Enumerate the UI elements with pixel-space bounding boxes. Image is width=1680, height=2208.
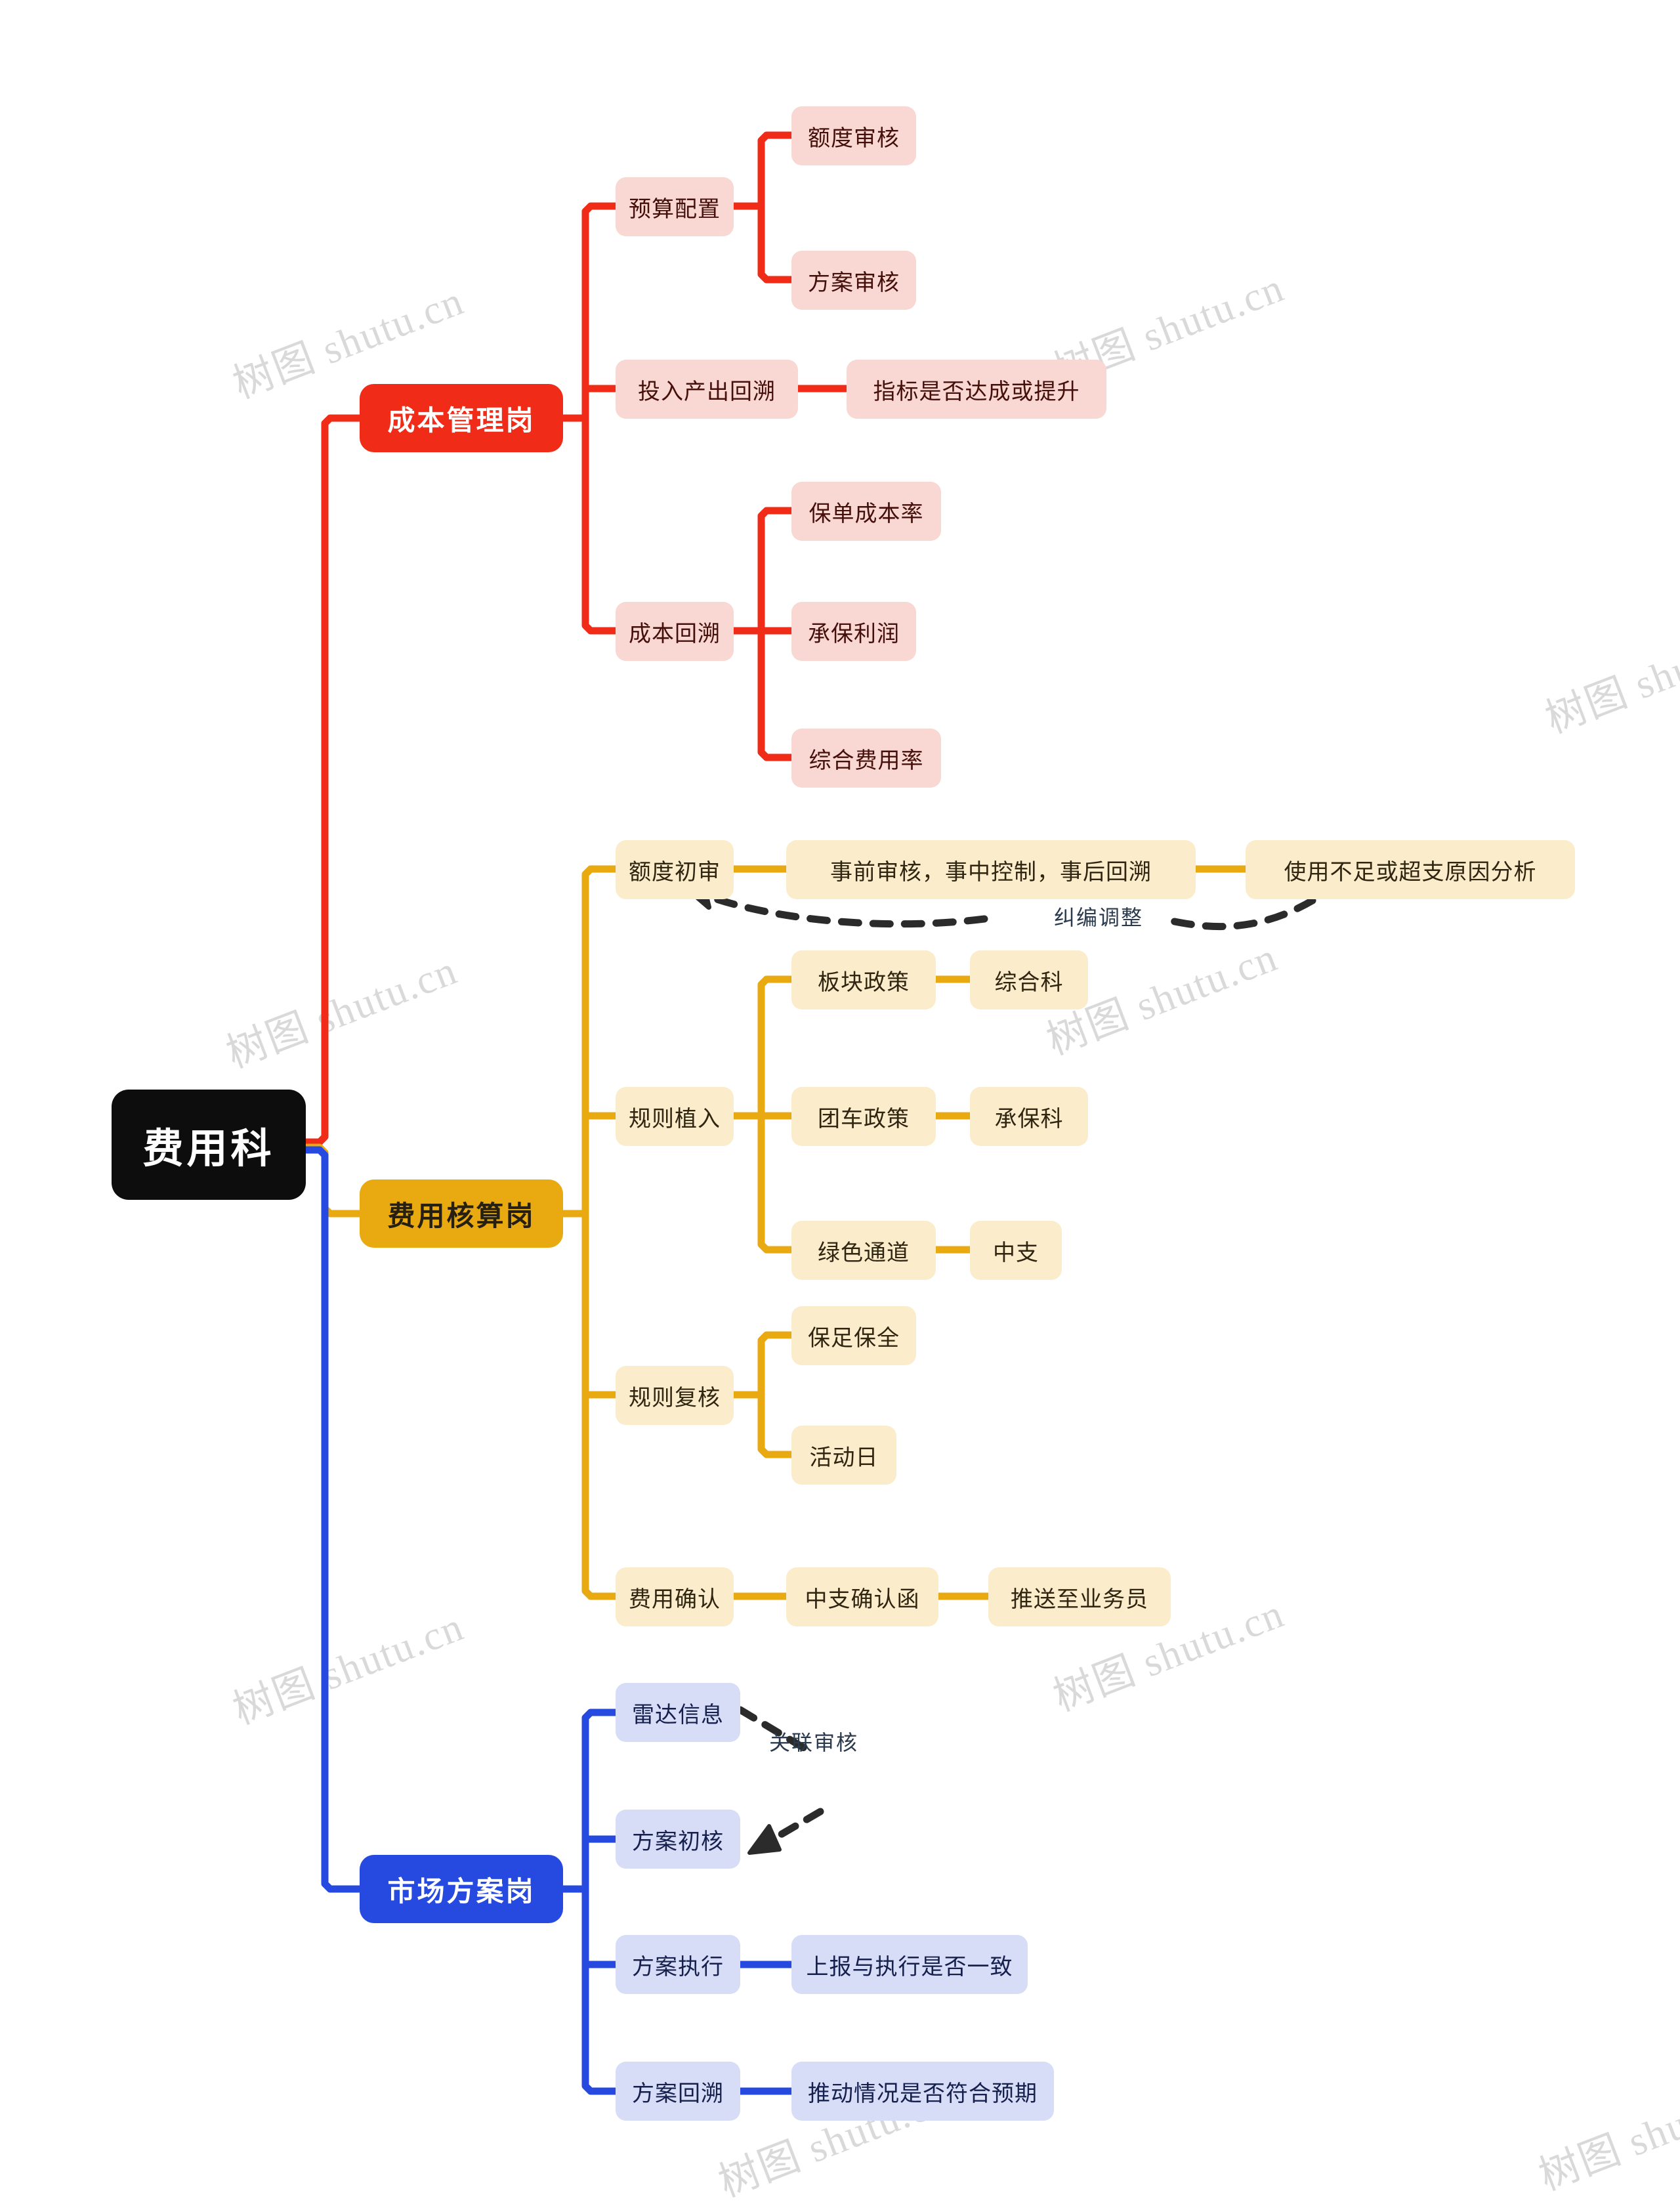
node-branch-confirm-letter[interactable]: 中支确认函 (786, 1567, 938, 1626)
node-fleet-policy[interactable]: 团车政策 (791, 1087, 936, 1146)
node-rule-embedding[interactable]: 规则植入 (616, 1087, 734, 1146)
node-underwriting-dept[interactable]: 承保科 (970, 1087, 1088, 1146)
node-label: 综合科 (994, 969, 1064, 995)
node-label: 中支 (993, 1240, 1039, 1265)
branch-label: 成本管理岗 (387, 404, 536, 436)
node-label: 费用确认 (629, 1586, 721, 1612)
node-label: 保单成本率 (808, 501, 924, 526)
node-label: 方案回溯 (632, 2081, 724, 2106)
node-label: 承保科 (994, 1106, 1064, 1132)
node-label: 事前审核，事中控制，事后回溯 (830, 859, 1152, 885)
annotation-label-linked-review: 关联审核 (769, 1726, 858, 1756)
node-label: 中支确认函 (805, 1586, 920, 1612)
node-sector-policy[interactable]: 板块政策 (791, 950, 936, 1009)
node-label: 指标是否达成或提升 (873, 379, 1080, 404)
node-label: 方案审核 (808, 270, 900, 295)
node-plan-first-review[interactable]: 方案初核 (616, 1810, 740, 1869)
node-label: 额度审核 (808, 125, 900, 151)
node-budget-config[interactable]: 预算配置 (616, 177, 734, 236)
node-radar-info[interactable]: 雷达信息 (616, 1683, 740, 1742)
node-full-coverage[interactable]: 保足保全 (791, 1306, 916, 1365)
root-node-label: 费用科 (142, 1126, 275, 1172)
node-activity-day[interactable]: 活动日 (791, 1426, 896, 1485)
node-kpi-achieved[interactable]: 指标是否达成或提升 (847, 360, 1106, 419)
node-label: 综合费用率 (808, 748, 924, 773)
node-label: 额度初审 (629, 859, 721, 885)
branch-node-market-plan[interactable]: 市场方案岗 (360, 1855, 563, 1923)
node-rule-recheck[interactable]: 规则复核 (616, 1366, 734, 1425)
node-pre-mid-post-control[interactable]: 事前审核，事中控制，事后回溯 (786, 840, 1196, 899)
node-label: 推送至业务员 (1011, 1586, 1148, 1612)
node-under-over-spend-analysis[interactable]: 使用不足或超支原因分析 (1246, 840, 1575, 899)
node-push-to-agent[interactable]: 推送至业务员 (988, 1567, 1171, 1626)
branch-label: 费用核算岗 (387, 1200, 536, 1231)
node-progress-vs-expectation[interactable]: 推动情况是否符合预期 (791, 2062, 1054, 2121)
node-plan-review[interactable]: 方案审核 (791, 251, 916, 310)
branch-label: 市场方案岗 (387, 1875, 536, 1907)
node-label: 成本回溯 (629, 621, 721, 647)
node-general-dept[interactable]: 综合科 (970, 950, 1088, 1009)
node-green-channel[interactable]: 绿色通道 (791, 1221, 936, 1280)
node-label: 活动日 (809, 1445, 879, 1470)
node-io-traceback[interactable]: 投入产出回溯 (616, 360, 798, 419)
branch-node-expense-accounting[interactable]: 费用核算岗 (360, 1179, 563, 1248)
node-label: 预算配置 (629, 196, 721, 222)
node-cost-traceback[interactable]: 成本回溯 (616, 602, 734, 661)
node-quota-first-review[interactable]: 额度初审 (616, 840, 734, 899)
node-label: 团车政策 (818, 1106, 910, 1132)
node-label: 承保利润 (808, 621, 900, 647)
root-node[interactable]: 费用科 (112, 1090, 306, 1200)
node-comprehensive-expense-rate[interactable]: 综合费用率 (791, 729, 941, 788)
annotation-label-correction-adjust: 纠编调整 (1054, 901, 1143, 931)
node-label: 推动情况是否符合预期 (808, 2081, 1038, 2106)
node-quota-review[interactable]: 额度审核 (791, 106, 916, 165)
node-label: 方案初核 (632, 1829, 724, 1854)
node-label: 规则复核 (629, 1385, 721, 1411)
node-plan-traceback[interactable]: 方案回溯 (616, 2062, 740, 2121)
node-expense-confirm[interactable]: 费用确认 (616, 1567, 734, 1626)
node-label: 上报与执行是否一致 (806, 1954, 1013, 1980)
node-label: 方案执行 (632, 1954, 724, 1980)
node-label: 保足保全 (808, 1325, 900, 1351)
node-label: 使用不足或超支原因分析 (1284, 859, 1537, 885)
branch-node-cost-management[interactable]: 成本管理岗 (360, 384, 563, 452)
node-label: 规则植入 (629, 1106, 721, 1132)
annotation-text: 关联审核 (769, 1731, 859, 1754)
node-label: 投入产出回溯 (638, 379, 776, 404)
node-label: 雷达信息 (632, 1702, 724, 1728)
node-branch-office[interactable]: 中支 (970, 1221, 1062, 1280)
node-plan-execution[interactable]: 方案执行 (616, 1935, 740, 1994)
node-policy-cost-rate[interactable]: 保单成本率 (791, 482, 941, 541)
node-label: 板块政策 (818, 969, 910, 995)
node-report-vs-execution[interactable]: 上报与执行是否一致 (791, 1935, 1028, 1994)
node-label: 绿色通道 (818, 1240, 910, 1265)
annotation-text: 纠编调整 (1054, 906, 1144, 929)
node-underwriting-profit[interactable]: 承保利润 (791, 602, 916, 661)
